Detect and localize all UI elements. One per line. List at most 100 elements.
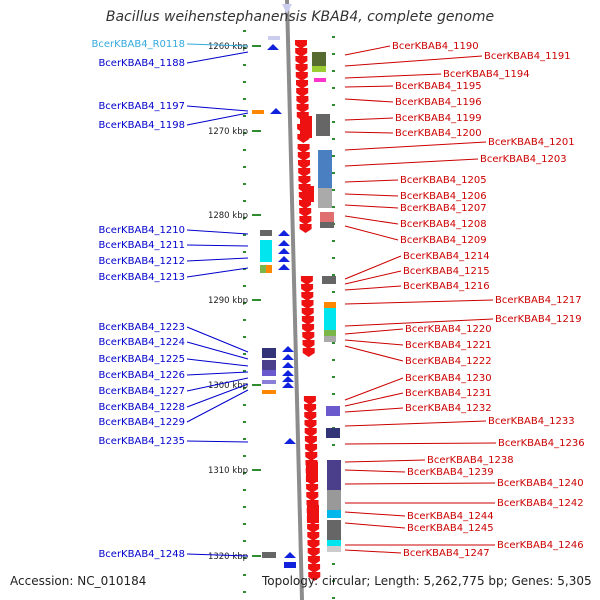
- tick-dot: [332, 444, 335, 446]
- tick-dot: [243, 285, 246, 287]
- tick-dot: [332, 172, 335, 174]
- right-leader-line: [344, 285, 402, 291]
- gene-block: [268, 36, 280, 40]
- gene-block: [327, 546, 341, 552]
- tick-dot: [332, 104, 335, 106]
- tick-dot: [243, 472, 246, 474]
- right-gene-label: BcerKBAB4_1230: [405, 373, 492, 384]
- tick-dot: [332, 291, 335, 293]
- gene-block: [312, 66, 326, 72]
- left-gene-label: BcerKBAB4_1197: [98, 101, 185, 112]
- left-leader-line: [186, 341, 249, 360]
- right-gene-label: BcerKBAB4_1245: [407, 523, 494, 534]
- gene-block: [260, 240, 272, 262]
- left-leader-line: [186, 257, 249, 262]
- tick-dot: [243, 217, 246, 219]
- left-leader-line: [186, 358, 249, 367]
- left-gene-label: BcerKBAB4_1226: [98, 370, 185, 381]
- forward-gene-arrow: [306, 484, 319, 493]
- reverse-gene-arrow: [278, 264, 290, 270]
- gene-block: [324, 336, 336, 342]
- right-leader-line: [344, 392, 404, 407]
- tick-dot: [243, 234, 246, 236]
- gene-block: [262, 552, 276, 558]
- forward-gene-arrow: [307, 548, 320, 557]
- forward-gene-arrow: [301, 308, 314, 317]
- forward-gene-arrow: [298, 176, 311, 185]
- left-gene-label: BcerKBAB4_1224: [98, 337, 185, 348]
- forward-gene-arrow: [308, 564, 321, 573]
- forward-gene-arrow: [307, 556, 320, 565]
- forward-gene-arrow: [305, 444, 318, 453]
- tick-dot: [243, 455, 246, 457]
- right-gene-label: BcerKBAB4_1208: [400, 219, 487, 230]
- left-leader-line: [186, 553, 249, 557]
- accession-text: Accession: NC_010184: [10, 574, 147, 588]
- tick-dot: [332, 563, 335, 565]
- right-leader-line: [344, 45, 391, 56]
- right-gene-label: BcerKBAB4_1200: [395, 128, 482, 139]
- gene-block: [262, 348, 276, 358]
- right-gene-label: BcerKBAB4_1244: [407, 511, 494, 522]
- gene-bar: [306, 462, 318, 482]
- forward-gene-arrow: [304, 404, 317, 413]
- right-leader-line: [344, 158, 479, 167]
- gene-bar: [302, 186, 314, 202]
- reverse-gene-arrow: [282, 370, 294, 376]
- tick-dot: [243, 421, 246, 423]
- tick-dot: [332, 189, 335, 191]
- forward-gene-arrow: [297, 144, 310, 153]
- ruler-label: 1260 kbp: [208, 42, 248, 52]
- forward-gene-arrow: [303, 396, 316, 405]
- forward-gene-arrow: [298, 168, 311, 177]
- forward-gene-arrow: [302, 348, 315, 357]
- forward-gene-arrow: [306, 492, 319, 501]
- forward-gene-arrow: [299, 208, 312, 217]
- forward-gene-arrow: [296, 104, 309, 113]
- right-leader-line: [344, 117, 394, 121]
- forward-gene-arrow: [307, 524, 320, 533]
- tick-dot: [243, 489, 246, 491]
- reverse-gene-arrow: [282, 382, 294, 388]
- right-leader-line: [344, 193, 399, 197]
- gene-block: [327, 490, 341, 510]
- gene-block: [327, 460, 341, 490]
- backbone: [282, 0, 304, 600]
- right-leader-line: [344, 511, 406, 517]
- left-gene-label: BcerKBAB4_1235: [98, 436, 185, 447]
- tick-dot: [243, 302, 246, 304]
- gene-bar: [307, 505, 319, 523]
- left-gene-labels: BcerKBAB4_R0118BcerKBAB4_1188BcerKBAB4_1…: [91, 39, 249, 560]
- forward-gene-arrow: [296, 80, 308, 89]
- right-gene-label: BcerKBAB4_1215: [403, 266, 490, 277]
- tick-dot: [243, 404, 246, 406]
- gene-block: [318, 150, 332, 188]
- tick-dot: [243, 591, 246, 593]
- tick-dot: [243, 557, 246, 559]
- forward-gene-arrow: [299, 216, 312, 225]
- right-leader-line: [344, 377, 404, 401]
- tick-dot: [243, 251, 246, 253]
- left-gene-label: BcerKBAB4_1228: [98, 402, 185, 413]
- reverse-gene-arrow: [278, 230, 290, 236]
- right-leader-line: [344, 85, 394, 88]
- tick-dot: [332, 597, 335, 599]
- right-gene-label: BcerKBAB4_1194: [443, 69, 530, 80]
- forward-gene-arrow: [295, 64, 308, 73]
- right-leader-line: [344, 141, 487, 151]
- left-gene-label: BcerKBAB4_1212: [98, 256, 185, 267]
- forward-gene-arrow: [295, 48, 308, 57]
- right-leader-line: [344, 339, 404, 346]
- left-gene-label: BcerKBAB4_1229: [98, 417, 185, 428]
- tick-dot: [243, 574, 246, 576]
- ruler-label: 1290 kbp: [208, 296, 248, 306]
- gene-block: [314, 78, 326, 82]
- gene-track: [252, 36, 341, 581]
- forward-gene-arrow: [308, 572, 321, 581]
- tick-dot: [243, 30, 246, 32]
- right-leader-line: [344, 131, 394, 134]
- right-leader-line: [344, 225, 399, 241]
- reverse-gene-arrow: [278, 256, 290, 262]
- tick-dot: [243, 81, 246, 83]
